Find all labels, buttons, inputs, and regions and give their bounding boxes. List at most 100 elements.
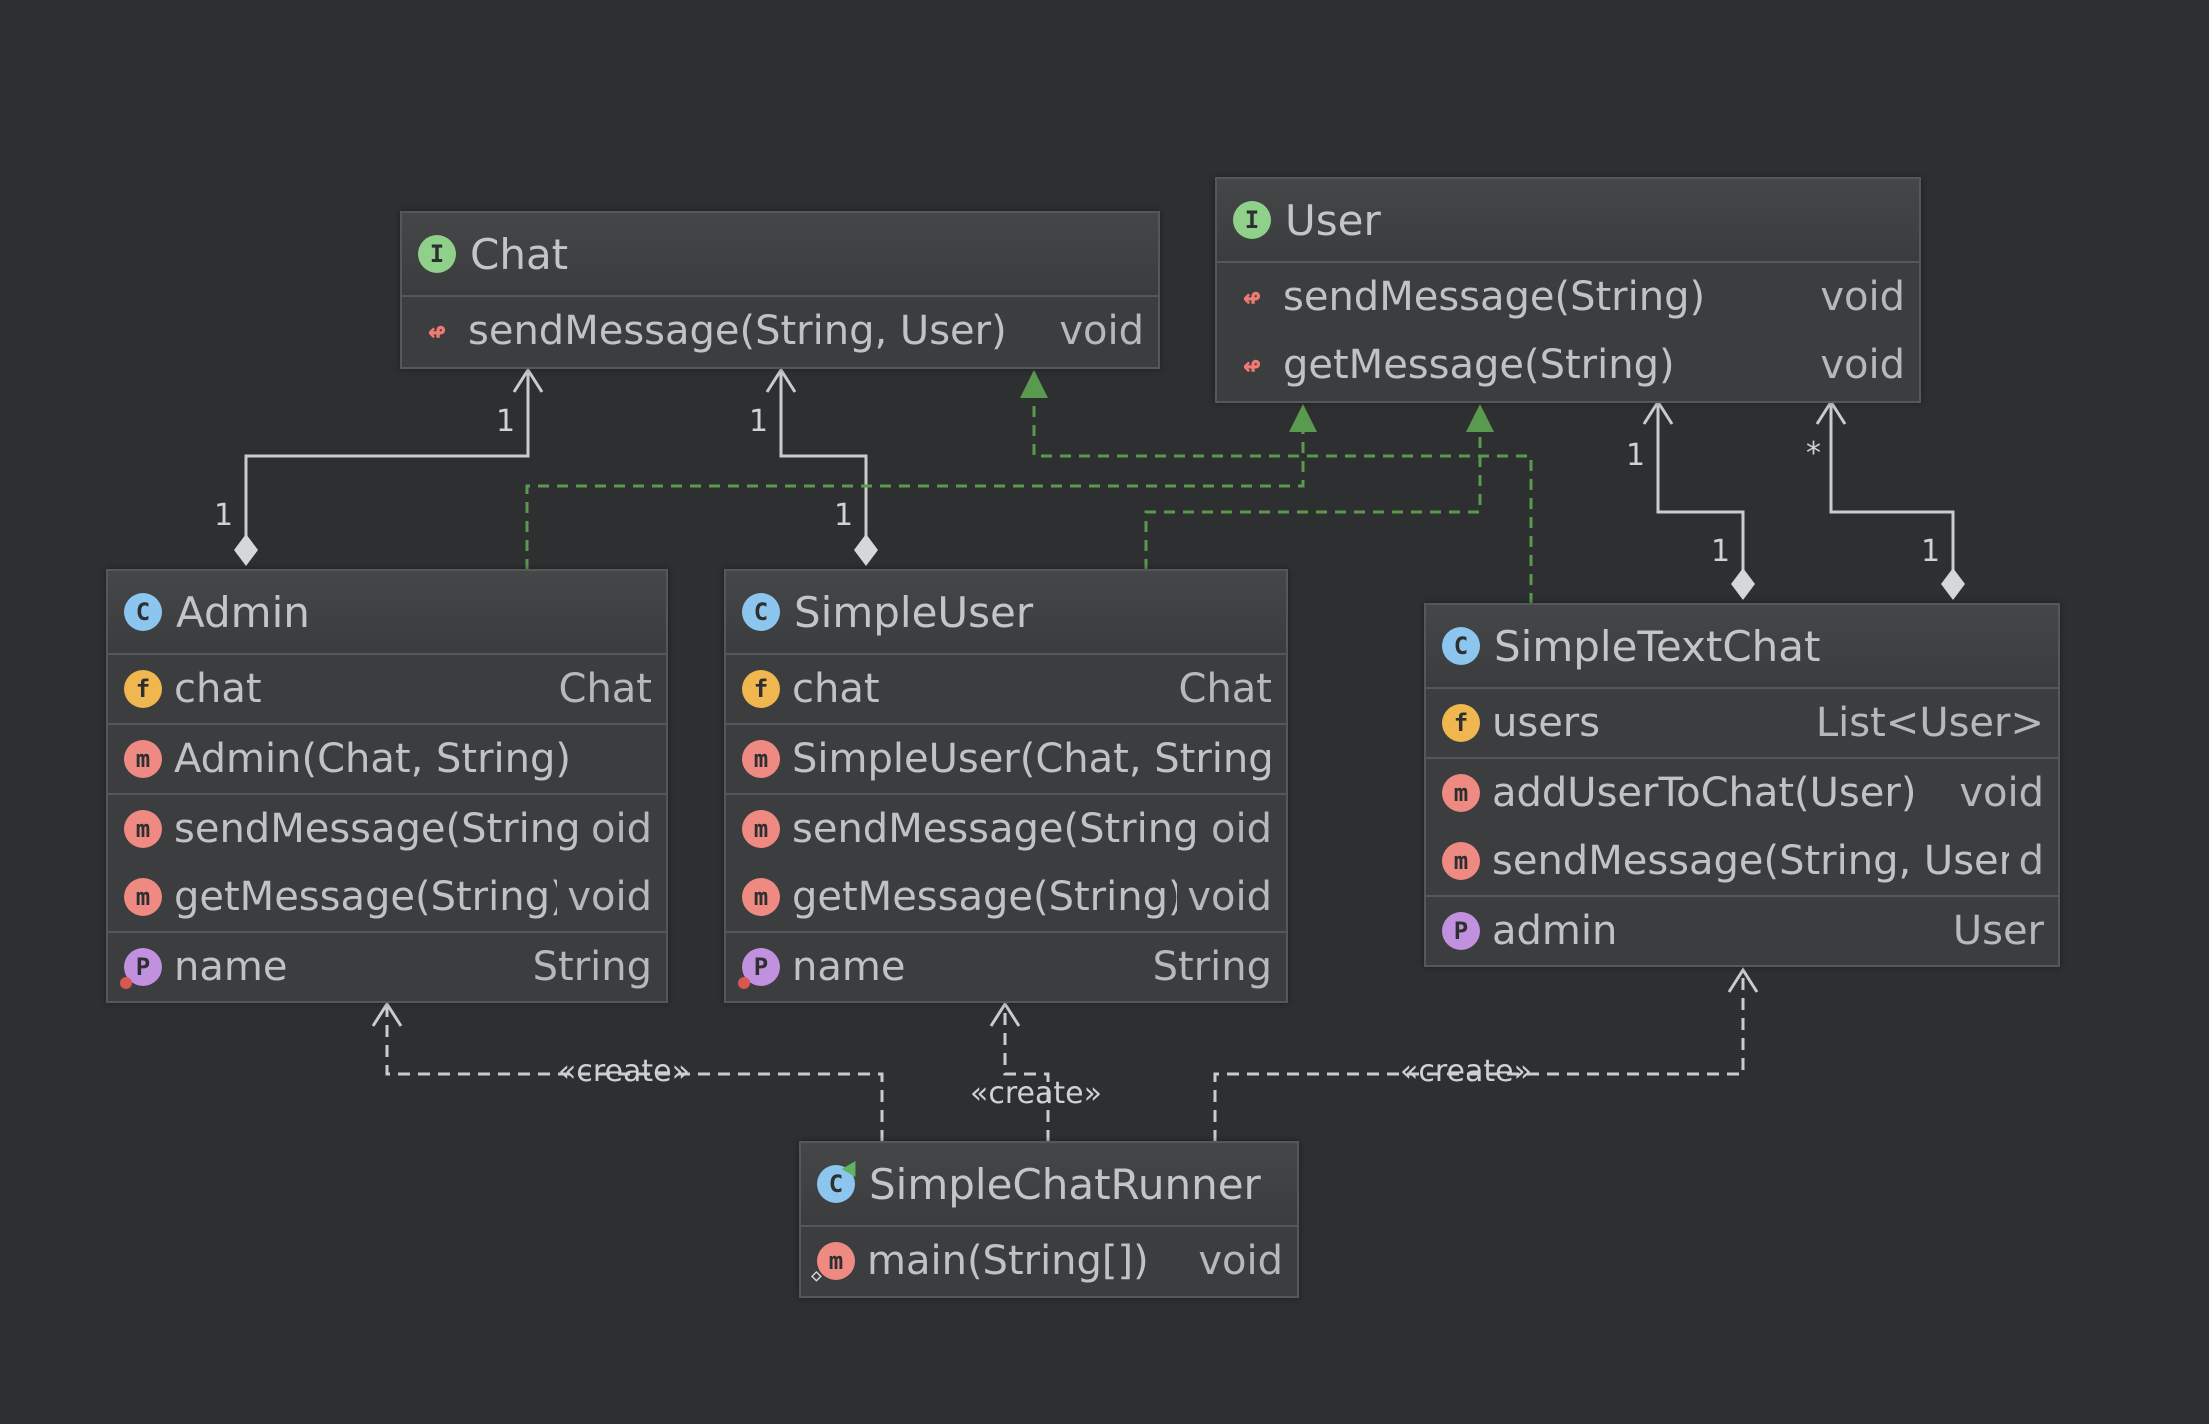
class-node-simpletextchat[interactable]: C SimpleTextChat f users List<User> m ad… — [1424, 603, 2060, 967]
arrowhead-create-admin — [371, 1001, 403, 1027]
member-row[interactable]: P name String — [108, 933, 666, 1001]
member-name: getMessage(String) — [1283, 342, 1675, 388]
member-row[interactable]: m◇ main(String[]) void — [801, 1227, 1297, 1295]
member-row[interactable]: f chat Chat — [726, 655, 1286, 723]
member-row[interactable]: m sendMessage(String) oid — [726, 795, 1286, 863]
method-icon: m — [124, 740, 162, 778]
stereotype-create-admin: «create» — [558, 1054, 690, 1089]
mult-simpleuser-chat-source: 1 — [834, 498, 854, 533]
member-row[interactable]: m getMessage(String) void — [726, 863, 1286, 931]
fields-section: f chat Chat — [726, 655, 1286, 725]
member-name: name — [792, 944, 906, 990]
mult-simpleuser-chat-target: 1 — [749, 404, 769, 439]
class-title: Chat — [470, 229, 569, 279]
arrowhead-stc-admin — [1815, 399, 1847, 425]
member-row[interactable]: m Admin(Chat, String) — [108, 725, 666, 793]
member-name: chat — [792, 666, 880, 712]
mult-stc-users-target: 1 — [1626, 438, 1646, 473]
class-icon: C — [124, 593, 162, 631]
class-node-simplechatrunner[interactable]: C SimpleChatRunner m◇ main(String[]) voi… — [799, 1141, 1299, 1298]
member-type: Chat — [1178, 666, 1272, 712]
static-method-icon: m◇ — [811, 1242, 855, 1286]
run-marker-icon — [841, 1156, 863, 1178]
method-icon: m — [742, 740, 780, 778]
class-header[interactable]: C SimpleTextChat — [1426, 605, 2058, 689]
class-header[interactable]: I Chat — [402, 213, 1158, 297]
arrowhead-simpleuser-user — [1466, 404, 1494, 432]
arrowhead-create-stc — [1727, 967, 1759, 993]
method-icon: m — [742, 810, 780, 848]
class-node-admin[interactable]: C Admin f chat Chat m Admin(Chat, String… — [106, 569, 668, 1003]
member-row[interactable]: P name String — [726, 933, 1286, 1001]
edge-simpleuser-realizes-user — [1144, 408, 1482, 570]
methods-section: ↫ sendMessage(String, User) void — [402, 297, 1158, 365]
member-name: sendMessage(String) — [792, 806, 1202, 852]
fields-section: f users List<User> — [1426, 689, 2058, 759]
member-name: admin — [1492, 908, 1618, 954]
properties-section: P admin User — [1426, 897, 2058, 965]
class-icon: C — [1442, 627, 1480, 665]
member-row[interactable]: ↫ sendMessage(String, User) void — [402, 297, 1158, 365]
field-icon: f — [124, 670, 162, 708]
member-type: void — [1198, 1238, 1283, 1284]
member-type: void — [1187, 874, 1272, 920]
edge-admin-chat-composition — [244, 370, 530, 548]
member-name: getMessage(String) — [792, 874, 1178, 920]
member-row[interactable]: m sendMessage(String, User) d — [1426, 827, 2058, 895]
class-header[interactable]: I User — [1217, 179, 1919, 263]
member-row[interactable]: m SimpleUser(Chat, String) — [726, 725, 1286, 793]
method-icon: m — [124, 878, 162, 916]
methods-section: m◇ main(String[]) void — [801, 1227, 1297, 1295]
methods-section: m sendMessage(String) oid m getMessage(S… — [108, 795, 666, 933]
class-header[interactable]: C SimpleUser — [726, 571, 1286, 655]
member-row[interactable]: m addUserToChat(User) void — [1426, 759, 2058, 827]
member-type: void — [1820, 342, 1905, 388]
member-name: sendMessage(String) — [1283, 274, 1706, 320]
member-type: d — [2018, 838, 2044, 884]
class-header[interactable]: C SimpleChatRunner — [801, 1143, 1297, 1227]
member-row[interactable]: ↫ sendMessage(String) void — [1217, 263, 1919, 331]
member-type: void — [1059, 308, 1144, 354]
class-title: SimpleTextChat — [1494, 621, 1821, 671]
class-icon: C — [742, 593, 780, 631]
member-row[interactable]: f chat Chat — [108, 655, 666, 723]
diamond-stc-users — [1731, 568, 1755, 600]
property-marker-icon — [120, 977, 132, 989]
class-node-chat[interactable]: I Chat ↫ sendMessage(String, User) void — [400, 211, 1160, 369]
constructors-section: m Admin(Chat, String) — [108, 725, 666, 795]
abstract-method-icon: ↫ — [427, 313, 447, 349]
static-marker-icon: ◇ — [811, 1265, 822, 1286]
member-type: oid — [591, 806, 652, 852]
edge-stc-users-composition — [1656, 402, 1745, 582]
member-type: oid — [1211, 806, 1272, 852]
method-icon: m — [1442, 774, 1480, 812]
class-node-user[interactable]: I User ↫ sendMessage(String) void ↫ getM… — [1215, 177, 1921, 403]
methods-section: m sendMessage(String) oid m getMessage(S… — [726, 795, 1286, 933]
property-icon: P — [120, 948, 162, 989]
member-row[interactable]: P admin User — [1426, 897, 2058, 965]
member-row[interactable]: f users List<User> — [1426, 689, 2058, 757]
member-row[interactable]: m getMessage(String) void — [108, 863, 666, 931]
member-name: getMessage(String) — [174, 874, 558, 920]
properties-section: P name String — [726, 933, 1286, 1001]
member-row[interactable]: m sendMessage(String) oid — [108, 795, 666, 863]
member-type: String — [1152, 944, 1272, 990]
member-name: sendMessage(String, User) — [1492, 838, 2009, 884]
abstract-method-icon: ↫ — [1242, 347, 1262, 383]
member-row[interactable]: ↫ getMessage(String) void — [1217, 331, 1919, 399]
edge-admin-realizes-user — [525, 408, 1305, 570]
member-name: sendMessage(String, User) — [468, 308, 1007, 354]
arrowhead-stc-users — [1642, 399, 1674, 425]
mult-admin-chat-target: 1 — [496, 404, 516, 439]
arrowhead-create-simpleuser — [989, 1001, 1021, 1027]
member-type: List<User> — [1815, 700, 2044, 746]
mult-admin-chat-source: 1 — [214, 498, 234, 533]
mult-stc-admin-source: 1 — [1921, 534, 1941, 569]
class-header[interactable]: C Admin — [108, 571, 666, 655]
abstract-method-icon: ↫ — [1242, 279, 1262, 315]
stereotype-create-simpleuser: «create» — [970, 1076, 1102, 1111]
class-title: SimpleUser — [794, 587, 1034, 637]
class-node-simpleuser[interactable]: C SimpleUser f chat Chat m SimpleUser(Ch… — [724, 569, 1288, 1003]
arrowhead-simpleuser-chat — [765, 367, 797, 393]
